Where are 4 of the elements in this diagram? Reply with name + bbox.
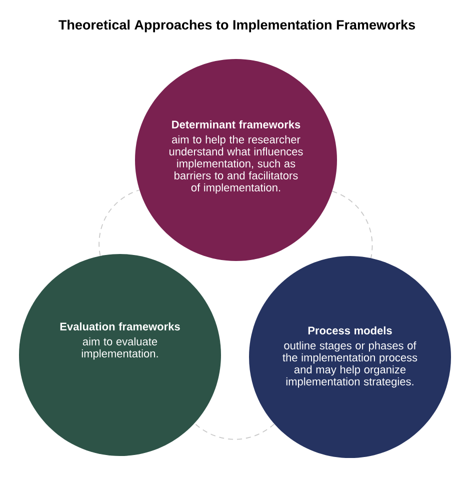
dashed-arc: [194, 422, 275, 440]
dashed-arc: [332, 190, 373, 258]
dashed-arc: [98, 190, 140, 256]
title: Theoretical Approaches to Implementation Frameworks: [58, 20, 415, 32]
